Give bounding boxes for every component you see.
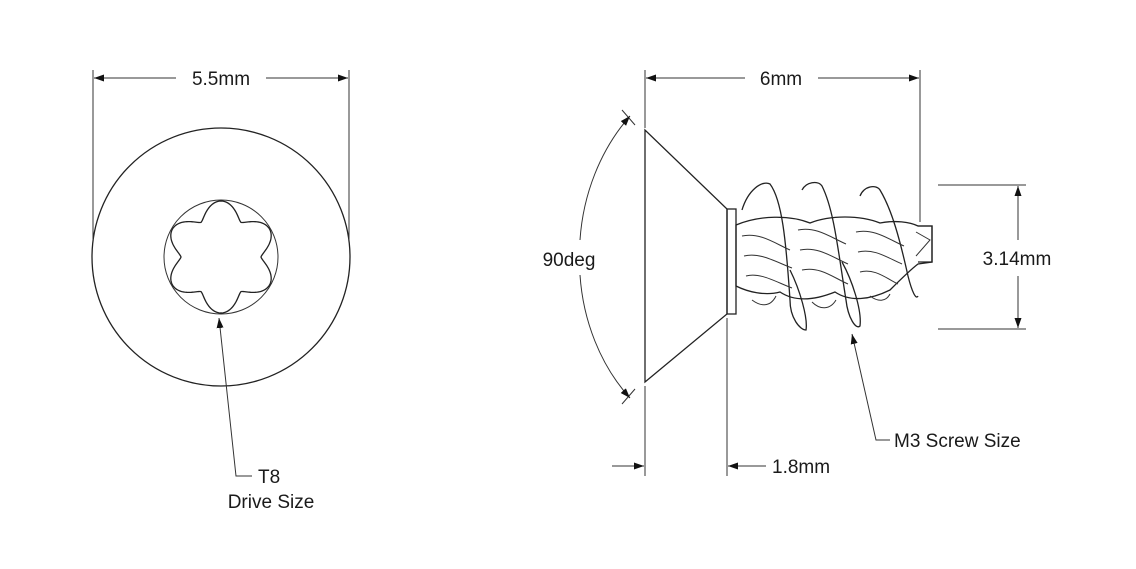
length-dimension-label: 6mm [760, 69, 802, 90]
angle-arc-bottom [579, 274, 631, 399]
countersunk-head [644, 128, 728, 384]
side-view: 6mm 90deg 3.14mm 1.8mm M3 Screw Size [543, 69, 1052, 478]
drive-label-line2: Drive Size [228, 492, 315, 513]
head-outline-circle [91, 127, 351, 387]
drive-leader-line [216, 317, 252, 477]
front-view: 5.5mm T8 Drive Size [91, 69, 351, 513]
head-height-label: 1.8mm [772, 457, 830, 478]
torx-drive-recess [170, 200, 272, 314]
thread-diameter-label: 3.14mm [983, 249, 1052, 270]
drive-label-line1: T8 [258, 467, 280, 488]
angle-arc-top [579, 115, 631, 241]
thread-body [735, 181, 933, 331]
head-underside-collar [726, 208, 737, 315]
drive-recess-circle [163, 199, 279, 315]
head-angle-label: 90deg [543, 250, 596, 271]
screw-size-leader-line [850, 333, 890, 441]
width-dimension-label: 5.5mm [192, 69, 250, 90]
screw-size-label: M3 Screw Size [894, 431, 1021, 452]
